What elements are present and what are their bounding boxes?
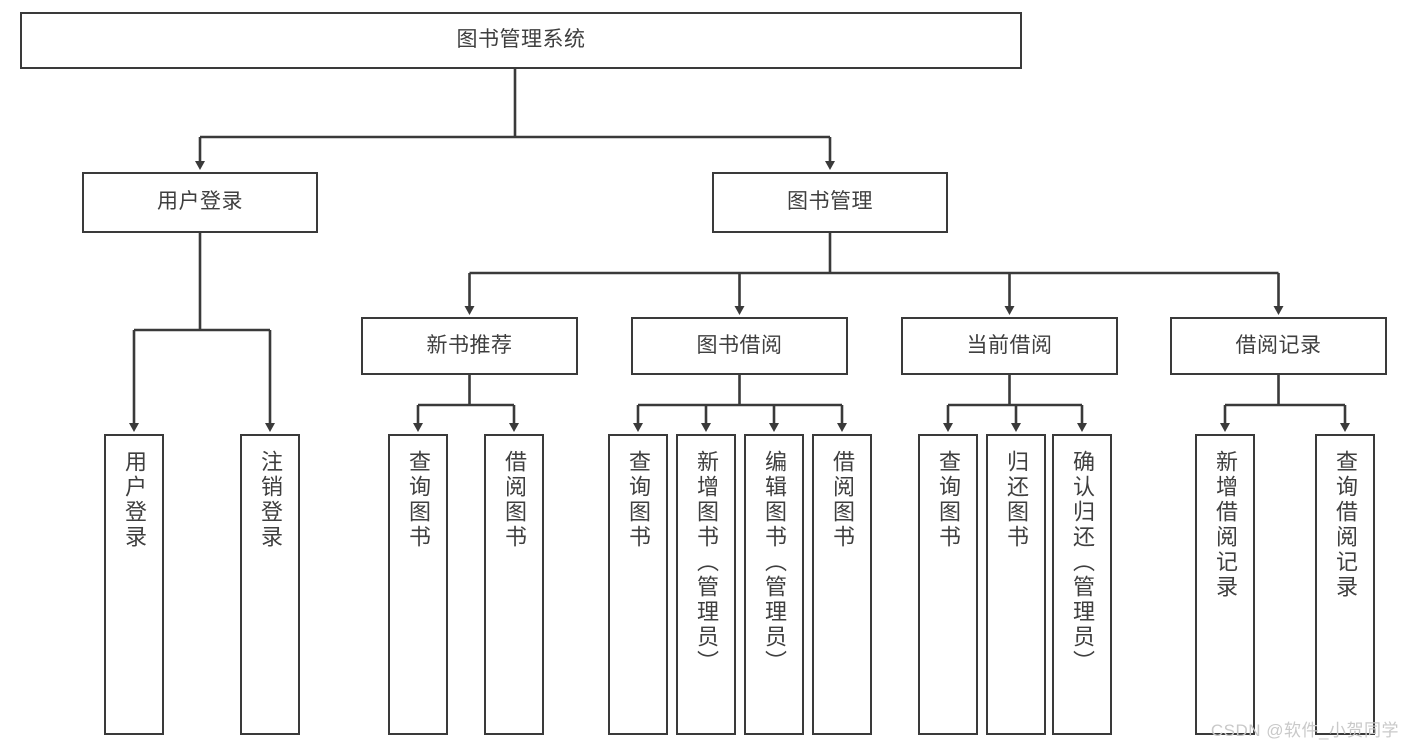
node-label: 图书借阅: [696, 333, 783, 357]
node-label: 借阅图书: [829, 450, 855, 550]
node-label: 当前借阅: [966, 333, 1053, 357]
node-label: 查询图书: [405, 450, 431, 550]
node-label: 归还图书: [1003, 450, 1029, 550]
node-leaf-bb-borrow[interactable]: 借阅图书: [812, 434, 872, 735]
node-label: 图书管理系统: [456, 28, 586, 52]
node-leaf-br-query[interactable]: 查询借阅记录: [1315, 434, 1375, 735]
node-leaf-cb-confirm[interactable]: 确认归还（管理员）: [1052, 434, 1112, 735]
node-leaf-cb-query[interactable]: 查询图书: [918, 434, 978, 735]
node-label: 借阅图书: [501, 450, 527, 550]
node-label: 新增图书（管理员）: [693, 450, 719, 675]
node-current-borrow[interactable]: 当前借阅: [901, 317, 1118, 375]
node-leaf-br-add[interactable]: 新增借阅记录: [1195, 434, 1255, 735]
node-book-borrow[interactable]: 图书借阅: [631, 317, 848, 375]
node-leaf-bb-edit[interactable]: 编辑图书（管理员）: [744, 434, 804, 735]
node-label: 查询借阅记录: [1332, 450, 1358, 600]
node-leaf-nbr-borrow[interactable]: 借阅图书: [484, 434, 544, 735]
csdn-watermark: CSDN @软件_小贺同学: [1210, 721, 1399, 740]
node-leaf-user-login[interactable]: 用户登录: [104, 434, 164, 735]
node-label: 借阅记录: [1235, 333, 1322, 357]
node-leaf-bb-add[interactable]: 新增图书（管理员）: [676, 434, 736, 735]
node-leaf-bb-query[interactable]: 查询图书: [608, 434, 668, 735]
node-label: 查询图书: [935, 450, 961, 550]
node-root[interactable]: 图书管理系统: [20, 12, 1022, 69]
node-label: 编辑图书（管理员）: [761, 450, 787, 675]
node-leaf-user-logout[interactable]: 注销登录: [240, 434, 300, 735]
node-label: 注销登录: [257, 450, 283, 550]
node-borrow-record[interactable]: 借阅记录: [1170, 317, 1387, 375]
node-user-login[interactable]: 用户登录: [82, 172, 318, 233]
node-book-manage[interactable]: 图书管理: [712, 172, 948, 233]
node-label: 新书推荐: [426, 333, 513, 357]
node-label: 确认归还（管理员）: [1069, 450, 1095, 675]
node-leaf-cb-return[interactable]: 归还图书: [986, 434, 1046, 735]
node-new-book-recommend[interactable]: 新书推荐: [361, 317, 578, 375]
node-label: 新增借阅记录: [1212, 450, 1238, 600]
node-label: 用户登录: [121, 450, 147, 550]
node-label: 查询图书: [625, 450, 651, 550]
node-leaf-nbr-query[interactable]: 查询图书: [388, 434, 448, 735]
node-label: 用户登录: [157, 190, 243, 214]
node-label: 图书管理: [787, 190, 873, 214]
